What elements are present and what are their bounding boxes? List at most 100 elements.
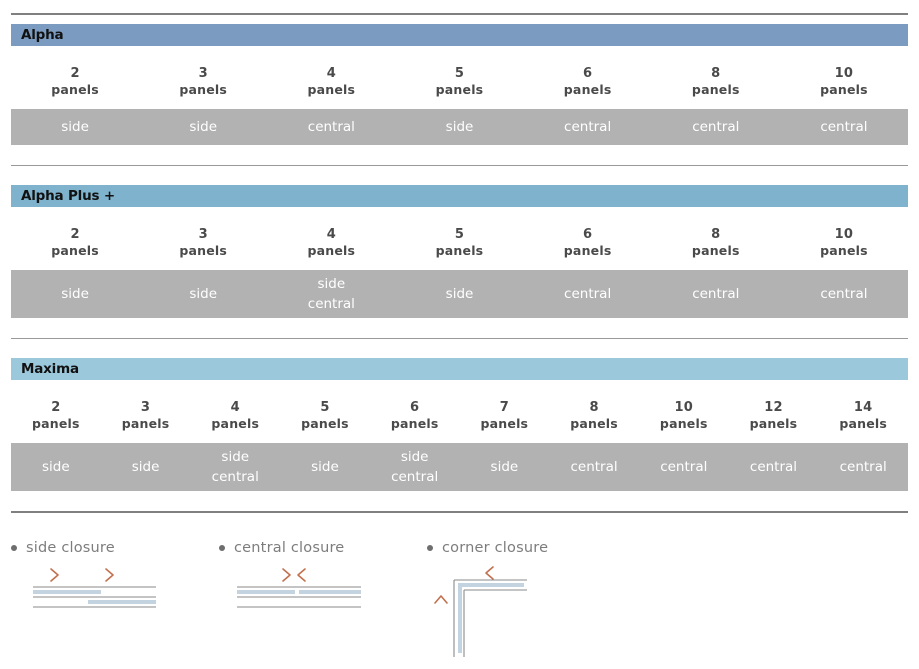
panel-count: 10 <box>674 400 694 415</box>
closure-cell: central <box>652 280 780 308</box>
closure-value: central <box>692 119 740 135</box>
closure-value: central <box>660 459 708 475</box>
closure-cell: central <box>524 280 652 308</box>
panel-unit-label: panels <box>51 243 99 258</box>
closure-value: central <box>391 469 439 485</box>
corner-closure-diagram-wrapper <box>427 565 647 665</box>
closure-value: side <box>445 286 474 302</box>
panel-unit-label: panels <box>570 416 618 431</box>
closure-cell: central <box>549 453 639 481</box>
panel-count: 2 <box>70 227 80 242</box>
closure-cell: side <box>11 113 139 141</box>
panel-count: 10 <box>834 66 854 81</box>
closure-value: side <box>61 286 89 302</box>
closure-value: central <box>307 119 355 135</box>
legend-item: corner closure <box>427 540 647 665</box>
panel-unit-label: panels <box>749 416 798 431</box>
panel-unit-label: panels <box>659 416 708 431</box>
closure-cell: central <box>818 453 908 481</box>
closure-cell: central <box>639 453 729 481</box>
panel-unit-label: panels <box>51 82 99 97</box>
central-closure-diagram <box>237 568 361 608</box>
closure-value: central <box>307 296 355 312</box>
panel-count: 3 <box>140 400 151 415</box>
bullet-icon <box>11 545 17 551</box>
closure-cell: side central <box>370 443 460 491</box>
corner-closure-diagram <box>434 566 527 657</box>
panel-unit-label: panels <box>435 82 484 97</box>
panel-unit-label: panels <box>390 416 439 431</box>
side-closure-diagram <box>33 568 156 608</box>
section-divider <box>11 511 908 513</box>
closure-value: side <box>221 449 250 465</box>
panel-count: 4 <box>230 400 240 415</box>
panel-count: 10 <box>834 227 854 242</box>
closure-value: side <box>317 276 346 292</box>
legend-label-text: side closure <box>26 540 115 556</box>
closure-value: central <box>211 469 259 485</box>
panel-count: 5 <box>454 66 465 81</box>
closure-cell: side <box>395 280 523 308</box>
panel-unit-label: panels <box>32 416 80 431</box>
panel-unit-label: panels <box>301 416 349 431</box>
bullet-icon <box>219 545 225 551</box>
closure-value: central <box>564 286 612 302</box>
closure-value: central <box>564 119 612 135</box>
panel-unit-label: panels <box>211 416 260 431</box>
panel-count: 4 <box>326 66 336 81</box>
closure-value: central <box>820 119 868 135</box>
panel-count: 6 <box>583 227 593 242</box>
section-divider <box>11 165 908 166</box>
section-title: Alpha <box>11 24 908 46</box>
closure-value: central <box>570 459 618 475</box>
closure-value: side <box>490 459 519 475</box>
panel-count: 14 <box>853 400 873 415</box>
legend-label-row: central closure <box>219 540 427 556</box>
top-divider <box>11 13 908 15</box>
panel-unit-label: panels <box>179 243 228 258</box>
panel-unit-label: panels <box>307 82 356 97</box>
closure-value: central <box>692 286 740 302</box>
closure-value: side <box>131 459 160 475</box>
panel-count: 2 <box>51 400 61 415</box>
legend-label-text: corner closure <box>442 540 549 556</box>
closure-value: central <box>839 459 887 475</box>
legend: side closure central closure corner closur… <box>11 513 908 665</box>
closure-value: central <box>820 286 868 302</box>
panel-unit-label: panels <box>820 82 868 97</box>
closure-cell: central <box>780 113 908 141</box>
panel-unit-label: panels <box>435 243 484 258</box>
closure-cell: side <box>11 453 101 481</box>
panel-unit-label: panels <box>691 82 740 97</box>
closure-cell: side <box>139 280 267 308</box>
closure-cell: central <box>267 113 395 141</box>
closure-value: side <box>189 119 218 135</box>
panel-unit-label: panels <box>563 82 612 97</box>
closure-value: side <box>400 449 429 465</box>
panel-count: 7 <box>499 400 509 415</box>
